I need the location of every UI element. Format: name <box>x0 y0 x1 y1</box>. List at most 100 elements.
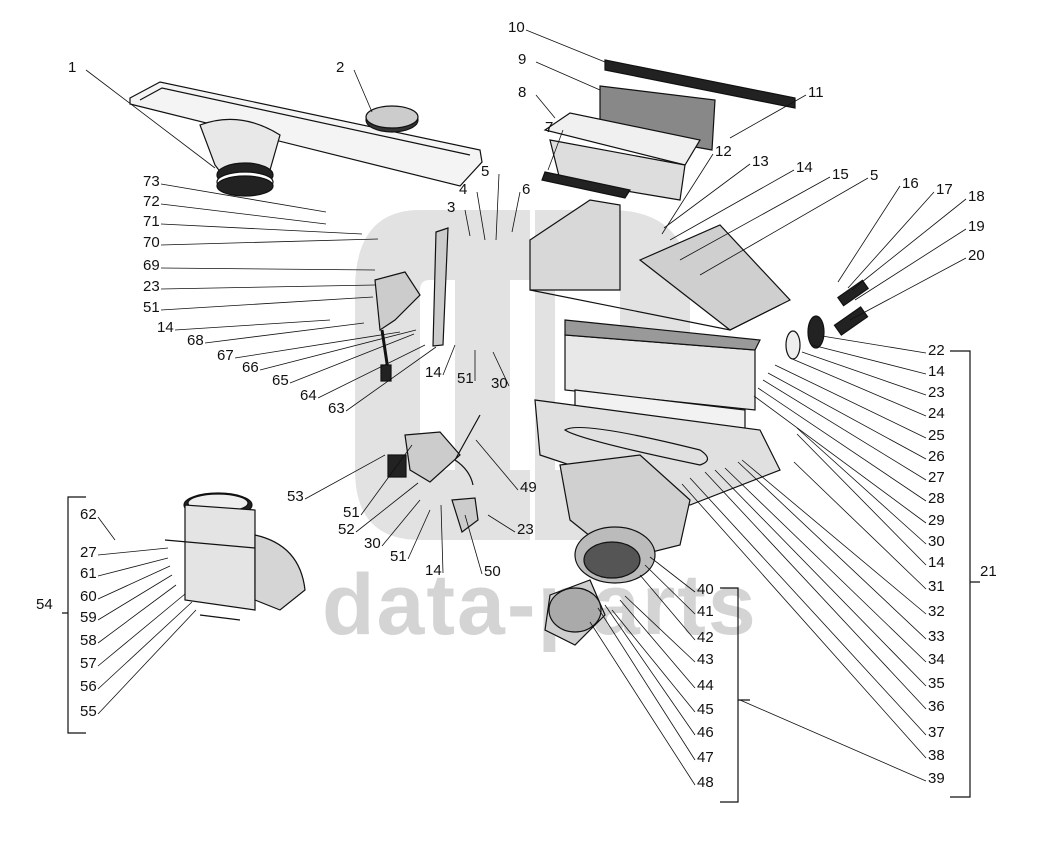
leader-line-17 <box>847 191 935 289</box>
callout-label-67: 67 <box>217 347 234 364</box>
callout-label-16: 16 <box>902 175 919 192</box>
leader-line-10 <box>525 29 606 63</box>
leader-line-57 <box>97 593 186 667</box>
watermark-text: data-parts <box>322 557 758 653</box>
callout-label-9: 9 <box>518 51 527 68</box>
leader-line-34 <box>724 467 927 663</box>
group-bracket-21 <box>950 350 980 798</box>
leader-line-2 <box>353 69 373 113</box>
leader-line-25 <box>774 364 927 439</box>
leader-line-45 <box>611 609 696 713</box>
callout-label-49: 49 <box>520 479 537 496</box>
callout-label-27: 27 <box>80 544 97 561</box>
leader-line-38 <box>681 483 927 759</box>
callout-label-58: 58 <box>80 632 97 649</box>
leader-line-29 <box>753 395 927 524</box>
callout-label-12: 12 <box>715 143 732 160</box>
callout-label-52: 52 <box>338 521 355 538</box>
callout-label-39: 39 <box>928 770 945 787</box>
part-15-upper-housing <box>529 199 791 331</box>
callout-label-50: 50 <box>484 563 501 580</box>
leader-line-14 <box>811 344 927 375</box>
leader-line-30 <box>796 427 927 545</box>
callout-label-65: 65 <box>272 372 289 389</box>
callout-label-64: 64 <box>300 387 317 404</box>
leader-line-35 <box>714 469 927 687</box>
leader-line-59 <box>97 574 173 621</box>
callout-label-31: 31 <box>928 578 945 595</box>
part-19-hose <box>837 279 869 307</box>
callout-label-22: 22 <box>928 342 945 359</box>
leader-line-8 <box>535 94 556 119</box>
leader-line-1 <box>85 69 216 169</box>
leader-line-6 <box>511 191 521 233</box>
leader-line-20 <box>849 257 967 321</box>
leader-line-19 <box>854 228 967 301</box>
leader-line-51 <box>360 444 413 516</box>
callout-label-51: 51 <box>390 548 407 565</box>
leader-line-27 <box>762 379 927 481</box>
callout-label-23: 23 <box>143 278 160 295</box>
leader-line-71 <box>160 223 363 235</box>
callout-label-29: 29 <box>928 512 945 529</box>
callout-label-73: 73 <box>143 173 160 190</box>
leader-line-5 <box>699 177 869 276</box>
callout-label-14: 14 <box>425 562 442 579</box>
leader-line-65 <box>289 333 415 384</box>
callout-label-6: 6 <box>522 181 531 198</box>
callout-label-63: 63 <box>328 400 345 417</box>
leader-line-52 <box>355 482 419 533</box>
callout-label-19: 19 <box>968 218 985 235</box>
leader-line-72 <box>160 203 327 225</box>
callout-label-4: 4 <box>459 181 468 198</box>
callout-label-51: 51 <box>343 504 360 521</box>
leader-line-9 <box>535 61 601 91</box>
leader-line-5 <box>495 173 500 241</box>
leader-line-39 <box>739 699 927 782</box>
leader-line-51 <box>407 509 431 560</box>
callout-label-48: 48 <box>697 774 714 791</box>
leader-line-48 <box>589 621 696 786</box>
leader-line-49 <box>475 439 519 491</box>
leader-line-11 <box>729 94 807 139</box>
part-40-fan <box>559 454 691 584</box>
leader-line-41 <box>644 564 696 615</box>
leader-line-30 <box>492 351 510 387</box>
callout-label-45: 45 <box>697 701 714 718</box>
callout-label-14: 14 <box>928 554 945 571</box>
leader-line-24 <box>789 357 927 417</box>
callout-label-57: 57 <box>80 655 97 672</box>
leader-line-15 <box>679 176 831 261</box>
leader-line-4 <box>476 191 486 241</box>
part-66-control-lever <box>374 271 421 382</box>
leader-line-32 <box>741 459 927 615</box>
leader-line-14 <box>440 504 444 574</box>
leader-line-37 <box>689 477 927 736</box>
callout-label-51: 51 <box>143 299 160 316</box>
leader-line-28 <box>757 387 927 502</box>
leader-line-42 <box>639 574 696 641</box>
callout-label-2: 2 <box>336 59 345 76</box>
callout-label-5: 5 <box>870 167 879 184</box>
callout-label-56: 56 <box>80 678 97 695</box>
leader-line-26 <box>767 372 927 460</box>
leader-line-16 <box>837 185 901 283</box>
callout-label-25: 25 <box>928 427 945 444</box>
callout-label-11: 11 <box>808 84 824 101</box>
leader-line-56 <box>97 601 193 690</box>
leader-line-60 <box>97 565 171 600</box>
callout-label-14: 14 <box>425 364 442 381</box>
leader-line-61 <box>97 557 169 577</box>
callout-label-46: 46 <box>697 724 714 741</box>
callout-label-68: 68 <box>187 332 204 349</box>
leader-line-46 <box>604 604 696 736</box>
callout-label-5: 5 <box>481 163 490 180</box>
callout-label-23: 23 <box>928 384 945 401</box>
callout-label-66: 66 <box>242 359 259 376</box>
callout-label-36: 36 <box>928 698 945 715</box>
leader-line-14 <box>442 344 456 376</box>
callout-label-38: 38 <box>928 747 945 764</box>
leader-line-67 <box>234 331 401 359</box>
leader-line-33 <box>737 461 927 640</box>
